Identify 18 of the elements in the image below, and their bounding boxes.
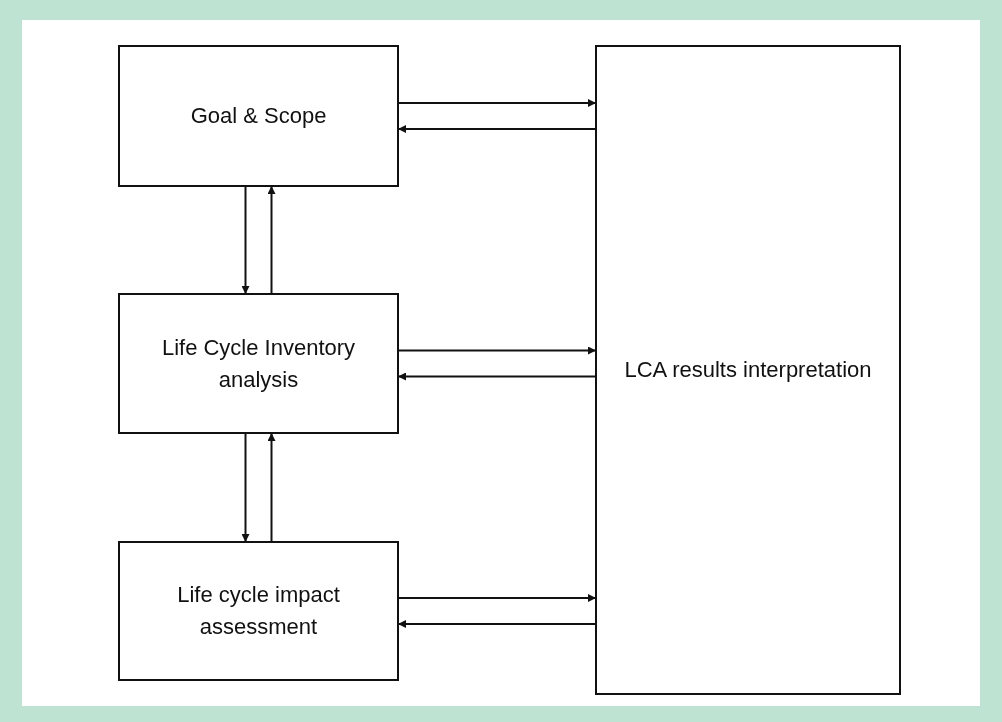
- arrow: [267, 186, 276, 294]
- box-label: Life Cycle Inventory analysis: [160, 333, 357, 394]
- arrow: [241, 186, 250, 294]
- box-label: LCA results interpretation: [624, 356, 872, 385]
- process-box: [118, 541, 399, 681]
- arrow: [398, 372, 596, 381]
- arrow: [398, 125, 596, 133]
- arrow: [241, 433, 250, 542]
- arrow: [398, 620, 596, 628]
- arrow: [398, 346, 596, 355]
- arrow: [267, 433, 276, 542]
- arrow: [398, 99, 596, 107]
- box-label: Life cycle impact assessment: [176, 581, 341, 641]
- arrow: [398, 594, 596, 602]
- process-box: [118, 293, 399, 434]
- box-label: Goal & Scope: [190, 102, 327, 131]
- process-box: [118, 45, 399, 187]
- process-box: [595, 45, 901, 695]
